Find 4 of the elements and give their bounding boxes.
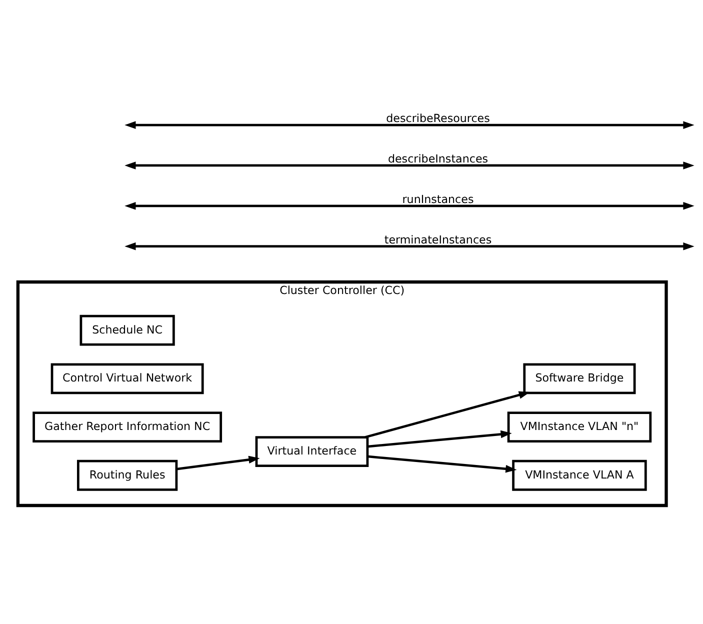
label: describeInstances bbox=[388, 152, 488, 165]
label: terminateInstances bbox=[384, 232, 492, 246]
label: runInstances bbox=[402, 192, 474, 206]
label: describeResources bbox=[386, 112, 490, 125]
